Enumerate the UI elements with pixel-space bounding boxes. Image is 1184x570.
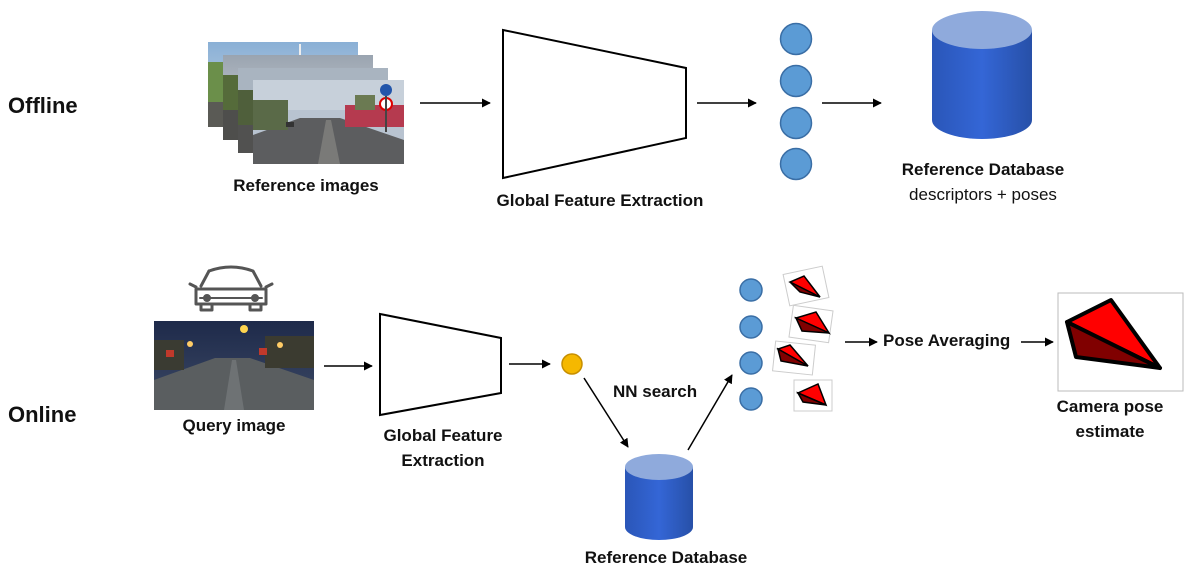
neighbor-pose-icon bbox=[782, 265, 830, 307]
offline-section-label: Offline bbox=[8, 93, 78, 118]
query-image bbox=[154, 321, 314, 410]
online-reference-database-label: Reference Database bbox=[584, 548, 748, 567]
neighbor-pose-icon bbox=[793, 379, 833, 412]
descriptor-node bbox=[779, 22, 813, 56]
online-database-icon bbox=[625, 454, 693, 540]
online-global-feature-extraction-block bbox=[379, 312, 502, 417]
nn-search-label: NN search bbox=[613, 382, 698, 401]
descriptor-node bbox=[779, 64, 813, 98]
global-feature-extraction-block bbox=[502, 28, 687, 180]
retrieved-neighbors bbox=[739, 265, 834, 412]
pose-averaging-label: Pose Averaging bbox=[883, 331, 1011, 350]
reference-images-label: Reference images bbox=[233, 176, 379, 195]
arrow-database-to-neighbors bbox=[687, 374, 733, 451]
online-extraction-label-line2: Extraction bbox=[401, 451, 485, 470]
descriptor-node bbox=[779, 147, 813, 181]
query-descriptor-node bbox=[561, 353, 583, 375]
car-icon bbox=[188, 265, 274, 312]
online-extraction-label-line1: Global Feature bbox=[383, 426, 503, 445]
reference-image-front bbox=[253, 80, 404, 164]
neighbor-pose-icon bbox=[771, 340, 817, 376]
query-image-label: Query image bbox=[182, 416, 286, 435]
descriptor-node bbox=[779, 106, 813, 140]
reference-database-subtitle: descriptors + poses bbox=[909, 185, 1057, 204]
online-section-label: Online bbox=[8, 402, 77, 427]
reference-database-title: Reference Database bbox=[901, 160, 1065, 179]
camera-pose-label-line2: estimate bbox=[1075, 422, 1145, 441]
camera-frustum-icon bbox=[1057, 292, 1184, 392]
global-feature-extraction-label: Global Feature Extraction bbox=[496, 191, 704, 210]
neighbor-descriptor-node bbox=[739, 351, 763, 375]
camera-pose-label-line1: Camera pose bbox=[1056, 397, 1164, 416]
offline-descriptor-column bbox=[779, 22, 813, 181]
neighbor-descriptor-node bbox=[739, 278, 763, 302]
arrow-query-to-database bbox=[583, 377, 629, 448]
neighbor-pose-icon bbox=[788, 304, 834, 344]
neighbor-descriptor-node bbox=[739, 387, 763, 411]
neighbor-descriptor-node bbox=[739, 315, 763, 339]
database-icon bbox=[932, 11, 1032, 139]
reference-images-stack bbox=[208, 42, 404, 164]
